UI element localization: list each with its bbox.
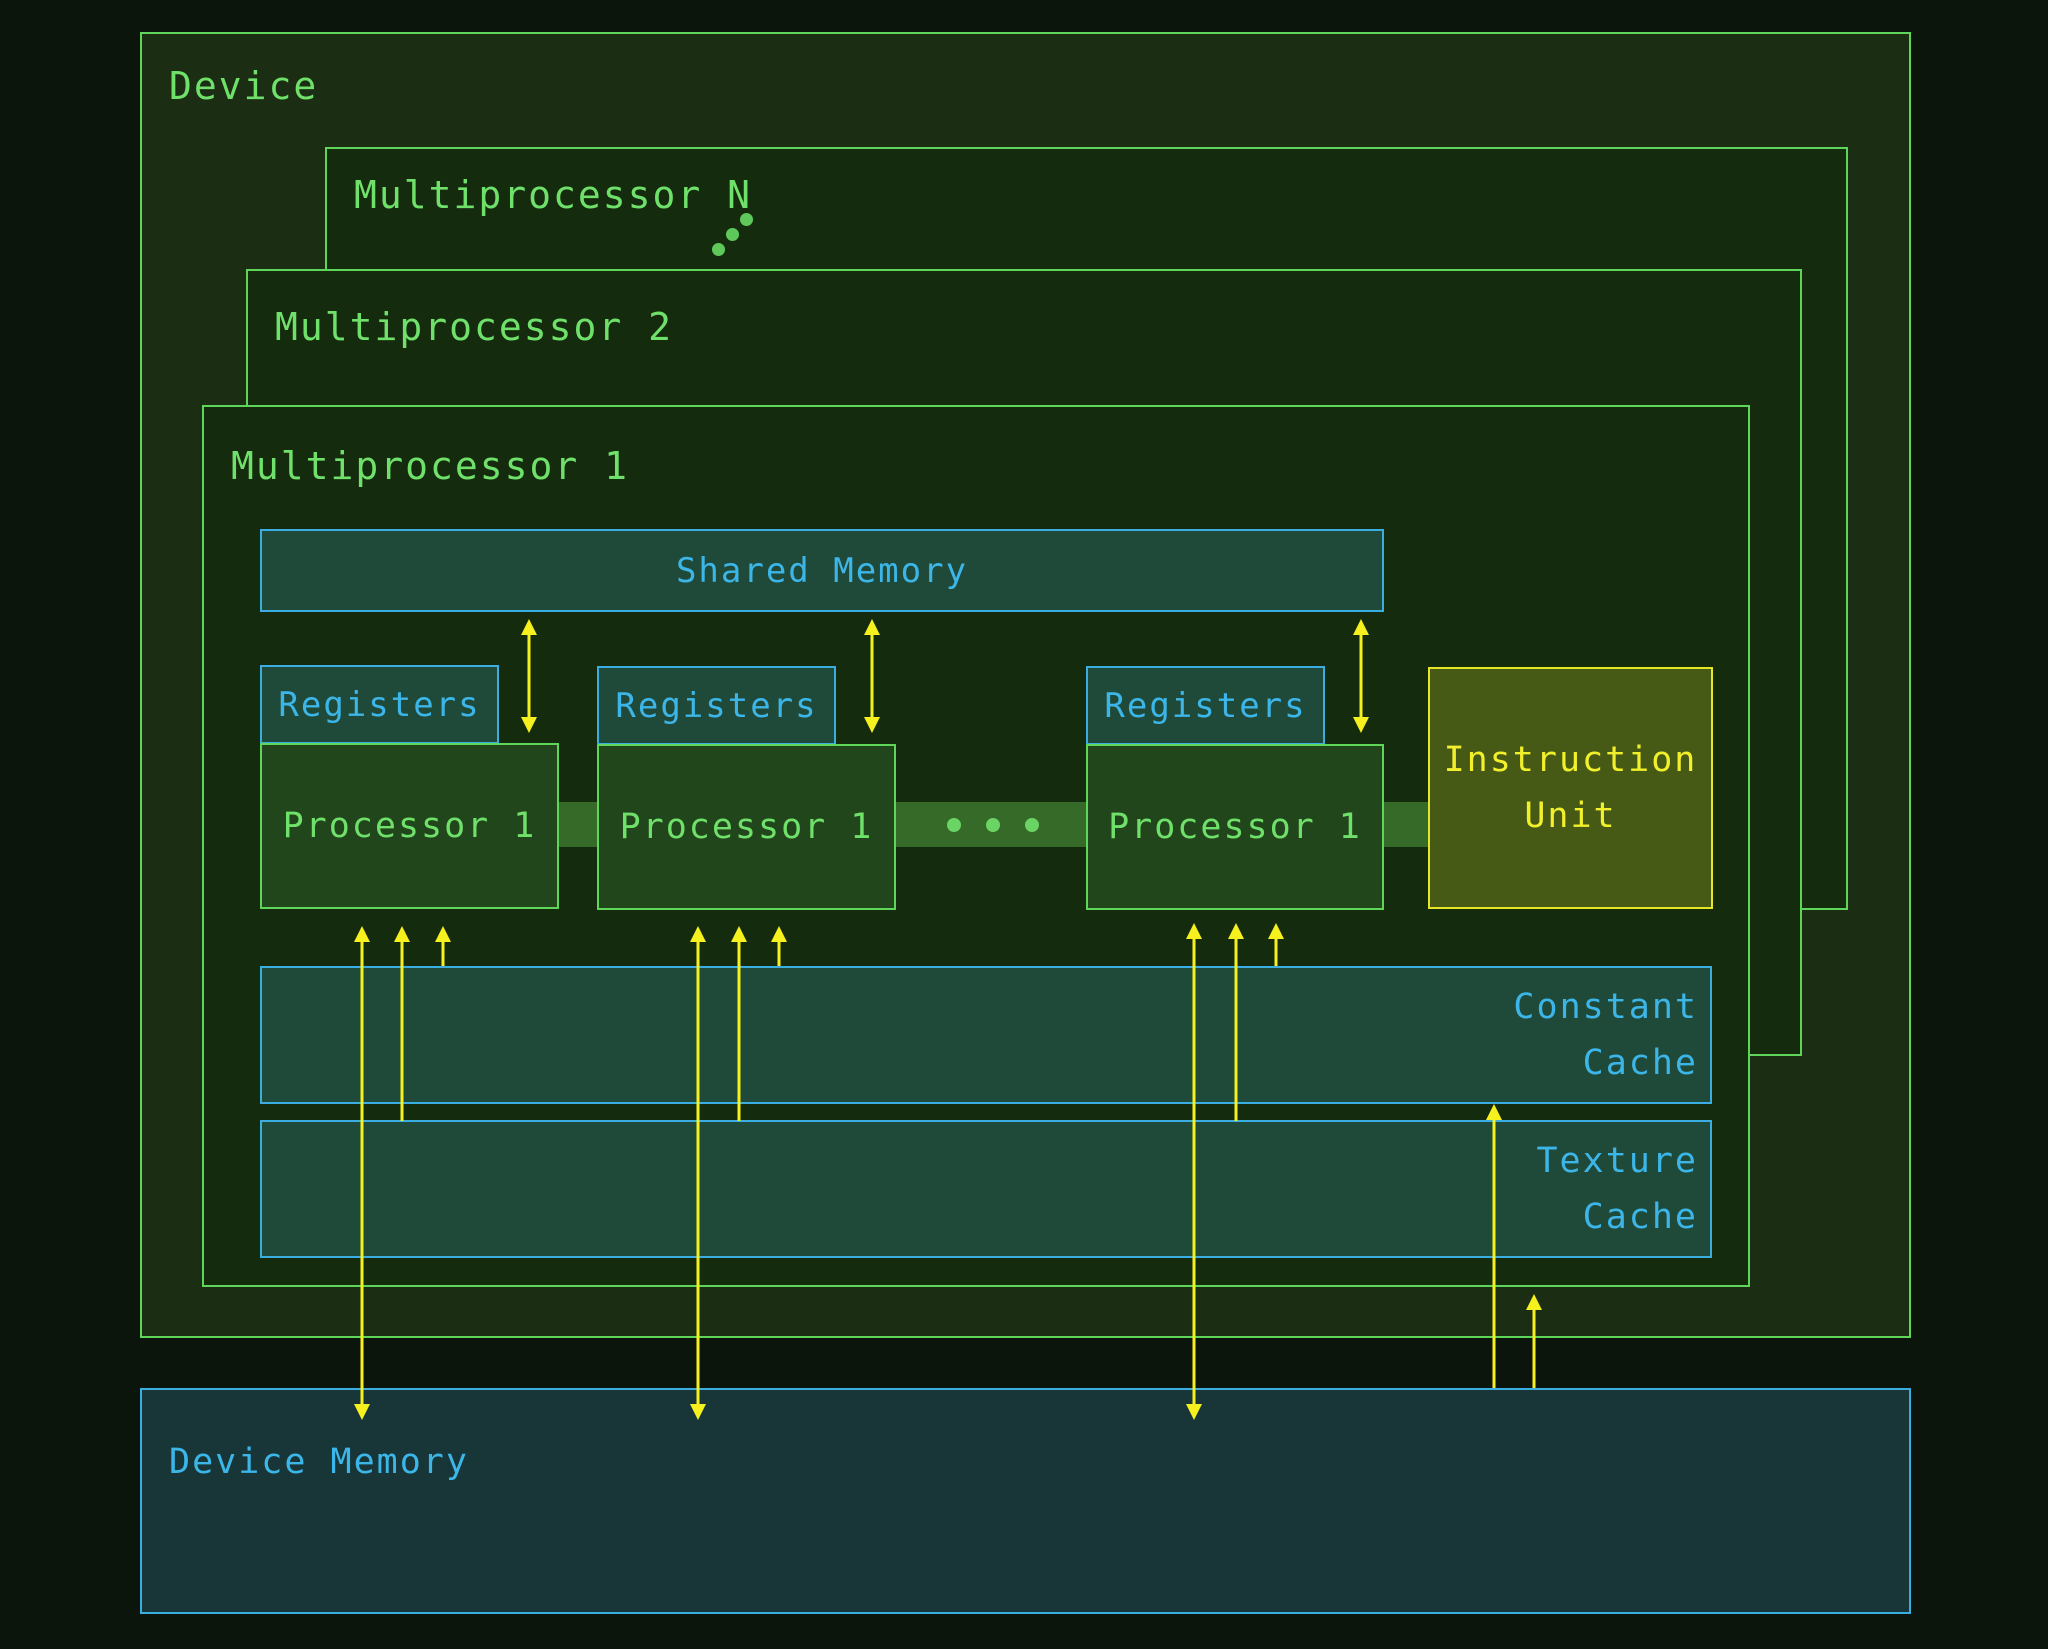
- instruction-unit-label-line1: Instruction: [1443, 740, 1698, 780]
- instruction-unit-box: Instruction Unit: [1428, 667, 1713, 909]
- constant-cache-box: Constant Cache: [260, 966, 1712, 1104]
- shared-memory-box: Shared Memory: [260, 529, 1384, 612]
- device-label: Device: [169, 64, 319, 108]
- texture-cache-label-line1: Texture: [1536, 1141, 1698, 1181]
- ellipsis-dot: [947, 818, 961, 832]
- instruction-unit-label-line2: Unit: [1524, 796, 1617, 836]
- ellipsis-dot: [712, 243, 725, 256]
- constant-cache-label-line2: Cache: [1582, 1043, 1698, 1083]
- registers-label: Registers: [615, 685, 818, 726]
- ellipsis-dot: [740, 213, 753, 226]
- texture-cache-box: Texture Cache: [260, 1120, 1712, 1258]
- constant-cache-label-line1: Constant: [1513, 987, 1698, 1027]
- ellipsis-dot: [1025, 818, 1039, 832]
- bus-segment: [1383, 802, 1429, 847]
- registers-label: Registers: [278, 684, 481, 725]
- ellipsis-dot: [986, 818, 1000, 832]
- multiprocessor-n-label: Multiprocessor N: [354, 173, 753, 217]
- processor-label: Processor 1: [282, 806, 537, 846]
- registers-label: Registers: [1104, 685, 1307, 726]
- registers-box: Registers: [597, 666, 836, 745]
- processor-label: Processor 1: [1108, 807, 1362, 847]
- shared-memory-label: Shared Memory: [675, 550, 969, 591]
- multiprocessor-2-label: Multiprocessor 2: [275, 305, 674, 349]
- registers-box: Registers: [1086, 666, 1325, 745]
- device-memory-label: Device Memory: [169, 1442, 469, 1482]
- multiprocessor-1-label: Multiprocessor 1: [231, 444, 630, 488]
- processor-box: Processor 1: [597, 744, 896, 910]
- registers-box: Registers: [260, 665, 499, 744]
- processor-box: Processor 1: [1086, 744, 1384, 910]
- texture-cache-label-line2: Cache: [1582, 1197, 1698, 1237]
- bus-segment: [558, 802, 598, 847]
- device-memory-box: Device Memory: [140, 1388, 1911, 1614]
- processor-box: Processor 1: [260, 743, 559, 909]
- processor-label: Processor 1: [619, 807, 874, 847]
- ellipsis-dot: [726, 228, 739, 241]
